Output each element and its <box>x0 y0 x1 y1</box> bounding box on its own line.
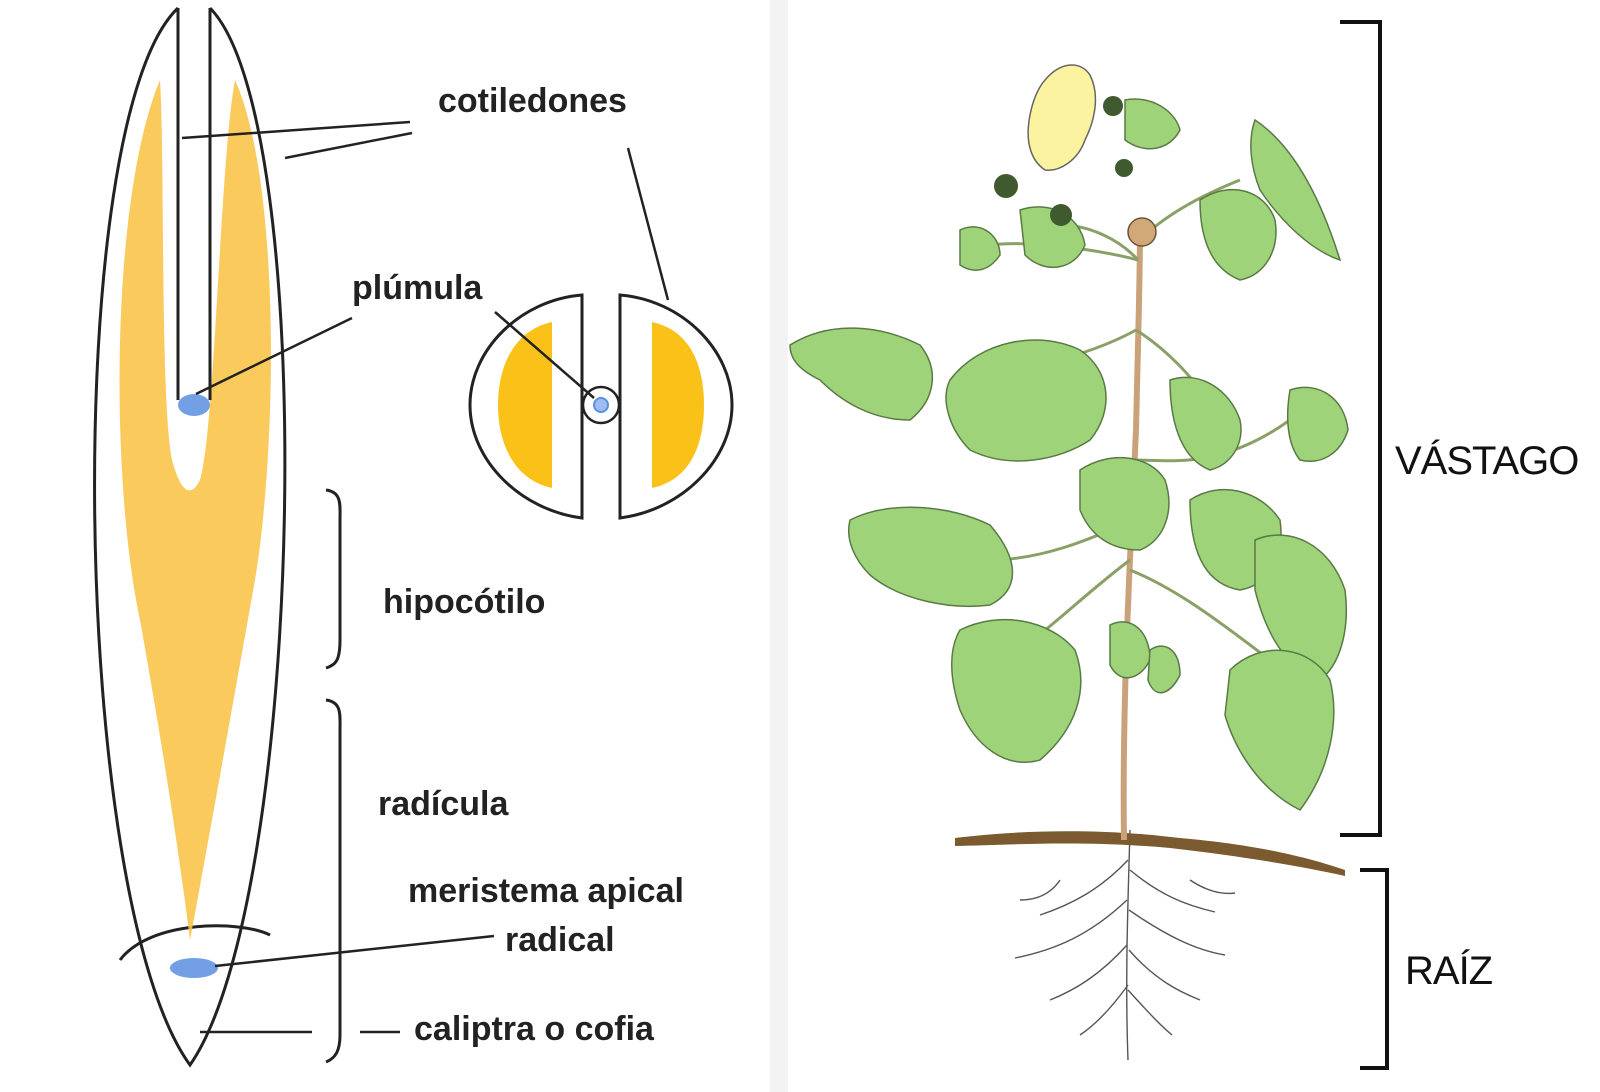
root-system <box>1014 829 1236 1061</box>
radicle-bracket <box>325 698 342 1064</box>
flower <box>1027 64 1097 171</box>
label-vastago: VÁSTAGO <box>1395 438 1578 483</box>
plant-illustration: VÁSTAGO RAÍZ <box>789 20 1579 1070</box>
label-caliptra: caliptra o cofia <box>414 1010 655 1048</box>
bud <box>1115 159 1133 177</box>
leaf <box>1109 621 1151 679</box>
leaves <box>789 98 1349 811</box>
bud <box>994 174 1018 198</box>
plumule-spot <box>178 394 210 416</box>
leaf <box>945 339 1107 462</box>
leaf <box>789 327 934 421</box>
leader-lines <box>181 120 495 1034</box>
label-plumula: plúmula <box>352 269 483 307</box>
leaf <box>1147 645 1181 694</box>
cross-section-plumule-core <box>593 397 609 413</box>
raiz-bracket <box>1360 868 1389 1070</box>
leaf <box>1199 188 1277 281</box>
soil-line <box>955 831 1345 876</box>
vastago-bracket <box>1340 20 1382 837</box>
cotyledon-gap <box>176 8 212 400</box>
bud <box>1050 204 1072 226</box>
cross-section-leader-plumula <box>494 311 595 399</box>
label-meristema-line2: radical <box>505 921 615 959</box>
leaf <box>951 618 1082 763</box>
radicle-meristem-spot <box>170 958 218 978</box>
label-meristema-line1: meristema apical <box>408 872 684 910</box>
embryo-longitudinal-section: cotiledones plúmula hipocótilo radícula … <box>93 6 684 1068</box>
cotton-boll <box>1127 217 1157 247</box>
leaf <box>1224 649 1335 811</box>
leaf <box>1124 98 1181 150</box>
panel-divider <box>770 0 788 1092</box>
embryo-cotyledon-fill <box>119 80 271 940</box>
seed-cross-section <box>468 147 734 520</box>
label-cotiledones: cotiledones <box>438 82 627 120</box>
hypocotyl-bracket <box>325 488 342 670</box>
label-raiz: RAÍZ <box>1405 948 1493 993</box>
calyptra-outline <box>118 924 271 961</box>
label-radicula: radícula <box>378 785 509 823</box>
leaf <box>1254 534 1348 681</box>
cross-section-leader-cotiledones <box>626 147 670 301</box>
leaf <box>1079 457 1170 551</box>
label-hipocotilo: hipocótilo <box>383 583 545 621</box>
embryo-outline <box>93 6 287 1068</box>
cross-section-left-fill <box>498 322 552 488</box>
leaf <box>959 226 1001 271</box>
leaf <box>1250 118 1342 262</box>
leaf <box>1286 386 1349 462</box>
leaf <box>1169 376 1242 471</box>
leaf <box>848 506 1014 607</box>
bud <box>1103 96 1123 116</box>
cotyledon-gap-fill <box>180 10 208 398</box>
cross-section-right-fill <box>652 322 704 488</box>
